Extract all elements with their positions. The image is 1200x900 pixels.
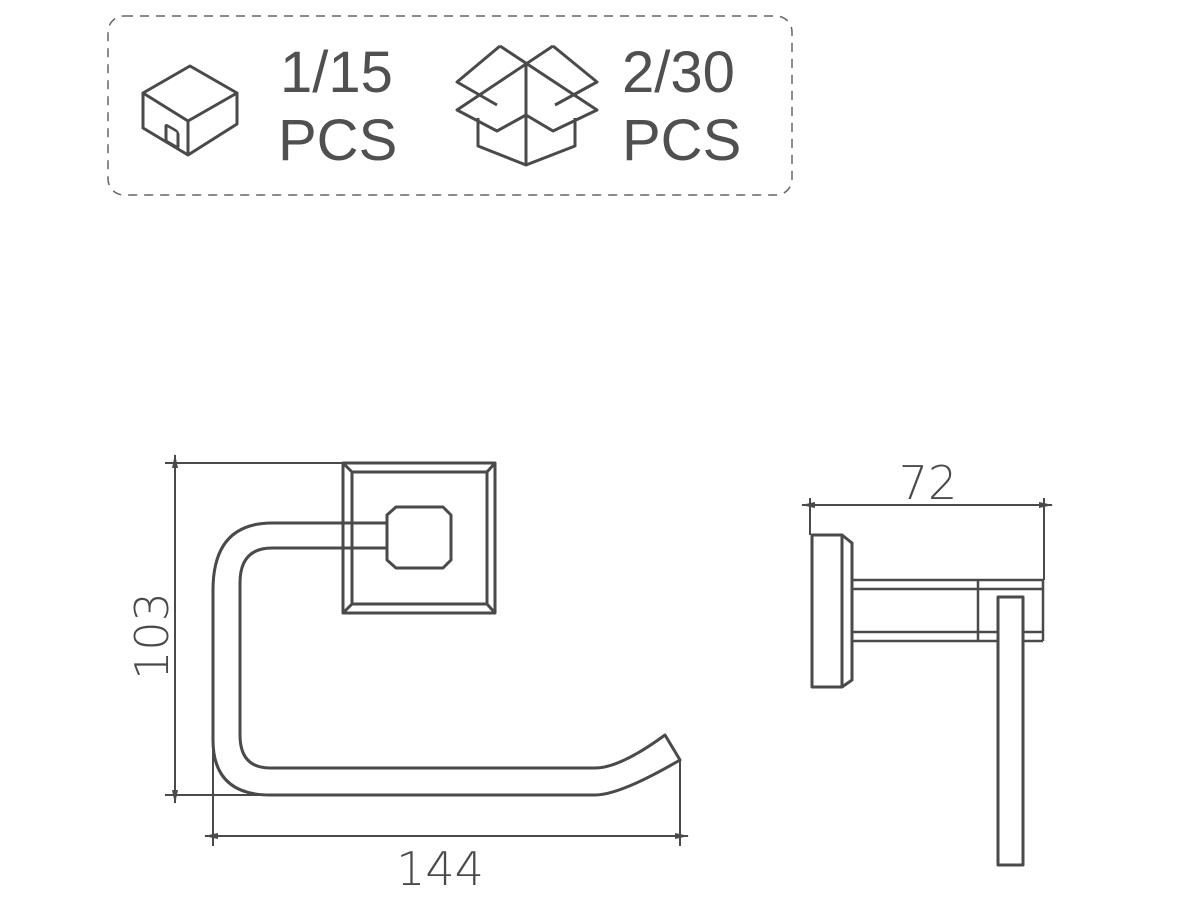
inner-box-count: 1/15 bbox=[280, 40, 393, 105]
wall-plate bbox=[341, 461, 497, 615]
dashed-border bbox=[107, 15, 793, 196]
height-value: 103 bbox=[125, 592, 179, 680]
width-dimension: 144 bbox=[204, 740, 689, 896]
octagon-knob bbox=[385, 505, 453, 570]
side-hanging-bar bbox=[996, 595, 1025, 867]
front-view: 103 144 bbox=[125, 454, 689, 896]
side-view: 72 bbox=[801, 456, 1053, 867]
height-dimension: 103 bbox=[125, 454, 343, 804]
carton-count: 2/30 bbox=[622, 40, 735, 105]
holder-arm-outer bbox=[211, 521, 682, 797]
open-carton-icon bbox=[455, 44, 599, 167]
side-rod bbox=[852, 578, 1045, 643]
depth-value: 72 bbox=[899, 456, 958, 510]
small-box-icon bbox=[141, 64, 239, 157]
carton-unit: PCS bbox=[622, 108, 741, 173]
packaging-info-panel: 1/15 PCS 2/30 PCS bbox=[107, 15, 793, 196]
side-wall-plate bbox=[810, 533, 854, 689]
inner-box-unit: PCS bbox=[278, 108, 397, 173]
depth-dimension: 72 bbox=[801, 456, 1053, 580]
width-value: 144 bbox=[396, 842, 484, 896]
